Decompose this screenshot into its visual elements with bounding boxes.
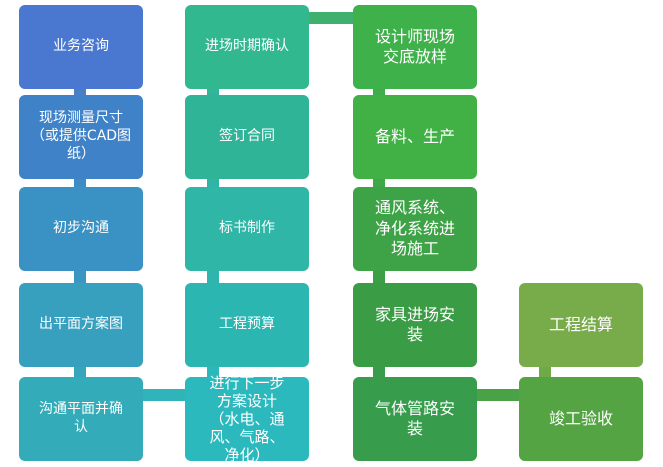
connector-c4-1 <box>539 364 551 380</box>
node-tender-text: 标书制作 <box>219 220 275 237</box>
connector-c3-4 <box>373 364 385 380</box>
connector-c2-c3 <box>306 12 356 24</box>
node-budget-text: 工程预算 <box>219 316 275 333</box>
node-ventilation-line-2: 净化系统进 <box>374 218 455 238</box>
node-gas-pipe-line-1: 气体管路安 <box>374 398 455 418</box>
node-ventilation-text: 通风系统、 净化系统进 场施工 <box>375 198 455 259</box>
node-next-design-text: 进行下一步 方案设计 （水电、通 风、气路、 净化） <box>209 374 284 464</box>
node-tender: 标书制作 <box>185 187 309 271</box>
node-consult: 业务咨询 <box>19 5 143 89</box>
node-floorplan: 出平面方案图 <box>19 283 143 367</box>
node-gas-pipe-text: 气体管路安 装 <box>375 399 455 440</box>
node-next-design-line-4: 风、气路、 <box>209 428 285 446</box>
node-designer-layout: 设计师现场 交底放样 <box>353 5 477 89</box>
connector-c3-3 <box>373 268 385 286</box>
node-settlement-text: 工程结算 <box>548 314 613 334</box>
node-confirm-plan: 沟通平面并确 认 <box>19 377 143 461</box>
connector-c3-2 <box>373 176 385 190</box>
node-production: 备料、生产 <box>353 95 477 179</box>
node-contract-text: 签订合同 <box>219 128 275 145</box>
connector-c1-c2 <box>140 389 188 401</box>
node-communicate-text: 初步沟通 <box>53 220 109 237</box>
node-designer-layout-text: 设计师现场 交底放样 <box>375 27 455 68</box>
node-next-design-line-5: 净化） <box>224 446 270 464</box>
node-schedule-text: 进场时期确认 <box>205 38 289 55</box>
node-confirm-plan-line-2: 认 <box>74 419 88 435</box>
node-measure-text: 现场测量尺寸 （或提供CAD图 纸） <box>31 110 131 164</box>
node-budget: 工程预算 <box>185 283 309 367</box>
node-confirm-plan-text: 沟通平面并确 认 <box>39 401 123 437</box>
connector-c1-2 <box>74 176 86 190</box>
node-floorplan-text: 出平面方案图 <box>39 316 123 333</box>
node-next-design-line-3: （水电、通 <box>209 410 285 428</box>
node-contract: 签订合同 <box>185 95 309 179</box>
node-ventilation: 通风系统、 净化系统进 场施工 <box>353 187 477 271</box>
node-measure: 现场测量尺寸 （或提供CAD图 纸） <box>19 95 143 179</box>
node-ventilation-line-3: 场施工 <box>390 239 439 259</box>
connector-c2-2 <box>207 176 219 190</box>
connector-c2-3 <box>207 268 219 286</box>
node-production-text: 备料、生产 <box>374 126 455 146</box>
connector-c2-4 <box>207 364 219 380</box>
node-gas-pipe-line-2: 装 <box>406 419 423 438</box>
node-acceptance: 竣工验收 <box>519 377 643 461</box>
connector-c3-c4 <box>474 389 522 401</box>
node-communicate: 初步沟通 <box>19 187 143 271</box>
connector-c1-4 <box>74 364 86 380</box>
node-next-design: 进行下一步 方案设计 （水电、通 风、气路、 净化） <box>185 374 309 464</box>
node-designer-layout-line-1: 设计师现场 <box>374 26 455 46</box>
node-confirm-plan-line-1: 沟通平面并确 <box>39 401 123 418</box>
node-ventilation-line-1: 通风系统、 <box>374 198 455 218</box>
connector-c1-3 <box>74 268 86 286</box>
node-settlement: 工程结算 <box>519 283 643 367</box>
node-schedule: 进场时期确认 <box>185 5 309 89</box>
node-furniture: 家具进场安 装 <box>353 283 477 367</box>
node-next-design-line-1: 进行下一步 <box>209 374 285 392</box>
node-measure-line-1: 现场测量尺寸 <box>38 110 123 127</box>
node-measure-line-2: （或提供CAD图 <box>30 128 132 145</box>
node-acceptance-text: 竣工验收 <box>548 408 613 428</box>
node-furniture-line-1: 家具进场安 <box>374 304 455 324</box>
node-gas-pipe: 气体管路安 装 <box>353 377 477 461</box>
node-furniture-text: 家具进场安 装 <box>375 305 455 346</box>
node-furniture-line-2: 装 <box>406 325 423 344</box>
node-consult-text: 业务咨询 <box>53 38 109 55</box>
node-next-design-line-2: 方案设计 <box>216 392 277 410</box>
node-designer-layout-line-2: 交底放样 <box>382 47 447 66</box>
node-measure-line-3: 纸） <box>66 145 95 162</box>
